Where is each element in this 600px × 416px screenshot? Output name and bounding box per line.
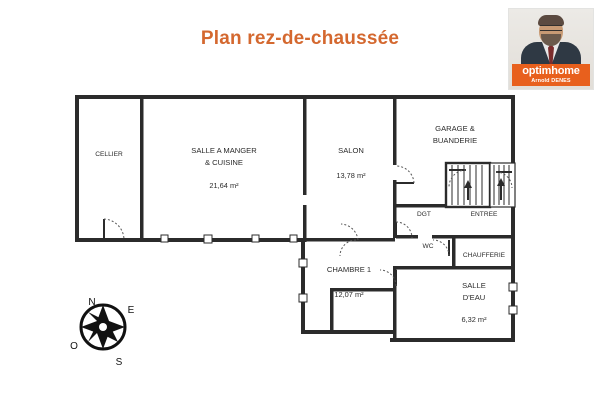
brand-name: optimhome <box>522 65 580 77</box>
logo-banner: optimhome Arnold DENES <box>512 64 590 86</box>
room-area-chambre-1: 12,07 m² <box>334 290 364 299</box>
room-label-garage: GARAGE & <box>435 124 475 133</box>
compass-west-label: O <box>70 341 78 352</box>
room-label-salle-a-manger: SALLE A MANGER <box>191 146 257 155</box>
doors <box>103 165 513 287</box>
portrait-tie-shape <box>548 44 554 64</box>
room-label-wc: WC <box>423 243 434 250</box>
room-label-entree: ENTREE <box>471 211 498 218</box>
room-label-dgt: DGT <box>417 211 431 218</box>
room-labels: CELLIER SALLE A MANGER & CUISINE 21,64 m… <box>95 124 505 324</box>
stair-direction-arrow-icon <box>464 178 505 200</box>
compass-south-label: S <box>116 357 123 368</box>
room-label-salle-d-eau-line2: D'EAU <box>463 293 486 302</box>
room-area-salle-a-manger: 21,64 m² <box>209 181 239 190</box>
room-label-chambre-1: CHAMBRE 1 <box>327 265 371 274</box>
page-title: Plan rez-de-chaussée <box>200 28 400 49</box>
room-label-salle-a-manger-line2: & CUISINE <box>205 158 243 167</box>
room-label-salle-d-eau: SALLE <box>462 281 486 290</box>
compass-north-label: N <box>88 297 95 308</box>
room-area-salon: 13,78 m² <box>336 171 366 180</box>
agent-name: Arnold DENES <box>531 77 571 84</box>
portrait-beard-shape <box>541 34 561 46</box>
glasses-icon <box>540 25 562 31</box>
room-label-chaufferie: CHAUFFERIE <box>463 252 506 259</box>
room-label-cellier: CELLIER <box>95 151 123 158</box>
room-area-salle-d-eau: 6,32 m² <box>461 315 487 324</box>
room-label-salon: SALON <box>338 146 364 155</box>
agency-logo-card: optimhome Arnold DENES <box>508 8 594 90</box>
windows <box>160 234 518 315</box>
portrait-hair-shape <box>538 15 564 26</box>
compass-east-label: E <box>128 305 135 316</box>
compass-rose-icon: N E S O <box>70 297 135 368</box>
room-label-garage-line2: BUANDERIE <box>433 136 477 145</box>
